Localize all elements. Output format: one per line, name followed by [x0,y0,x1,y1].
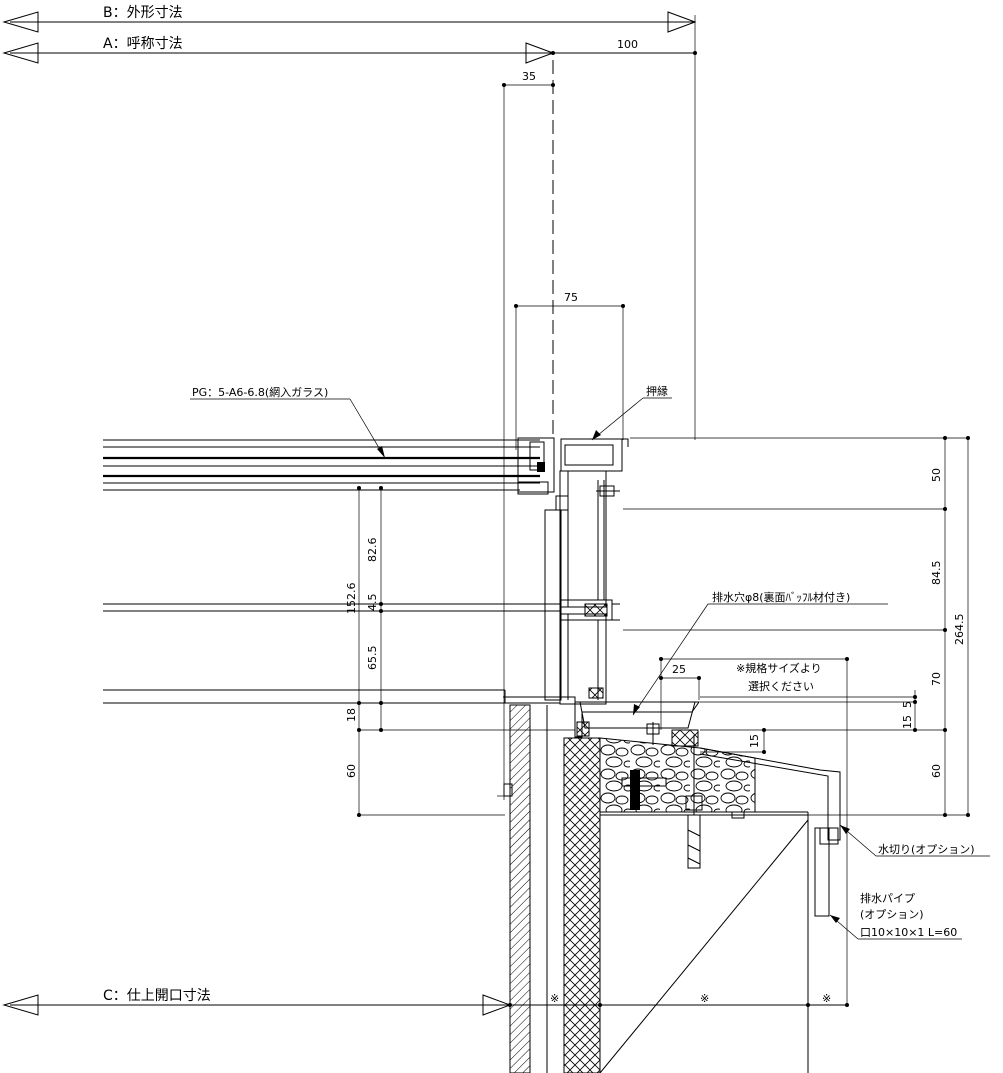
dimension-35: 35 [502,70,555,800]
svg-text:65.5: 65.5 [366,646,379,671]
svg-text:5: 5 [901,701,914,708]
svg-text:※: ※ [550,992,559,1005]
svg-text:264.5: 264.5 [953,614,966,646]
svg-text:15: 15 [901,715,914,729]
label-b-outer: B：外形寸法 [103,5,183,21]
svg-text:口10×10×1 L=60: 口10×10×1 L=60 [860,926,957,939]
svg-text:84.5: 84.5 [930,561,943,586]
glass-lower [103,689,560,704]
note-glass: PG：5-A6-6.8(網入ガラス) [190,385,386,459]
wall-section [509,704,841,1073]
dimension-right-chain: 50 84.5 264.5 70 60 15 5 [623,436,970,817]
svg-text:※規格サイズより: ※規格サイズより [736,661,822,675]
svg-text:50: 50 [930,468,943,482]
svg-text:75: 75 [564,291,578,304]
svg-text:152.6: 152.6 [345,583,358,615]
svg-text:押縁: 押縁 [646,384,668,398]
svg-text:4.5: 4.5 [366,594,379,612]
label-c-finish: C：仕上開口寸法 [103,988,211,1004]
note-oshibuchi: 押縁 [591,384,672,441]
dimension-15: 15 [700,728,766,754]
glass-upper [103,439,540,491]
dimension-left-chain: 82.6 152.6 4.5 65.5 18 60 [345,486,575,817]
svg-text:選択ください: 選択ください [748,679,814,693]
note-size-selection: ※規格サイズより 選択ください [736,661,822,693]
label-a-nominal: A：呼称寸法 [103,36,183,52]
dimension-b-outer: B：外形寸法 [2,5,697,33]
svg-text:15: 15 [748,734,761,748]
svg-text:※: ※ [700,992,709,1005]
svg-text:82.6: 82.6 [366,538,379,563]
glass-middle [103,603,560,612]
svg-text:PG：5-A6-6.8(網入ガラス): PG：5-A6-6.8(網入ガラス) [192,385,328,399]
svg-text:35: 35 [522,70,536,83]
svg-text:水切り(オプション): 水切り(オプション) [878,843,975,856]
svg-text:70: 70 [930,672,943,686]
note-mizukiri: 水切り(オプション) [839,824,990,857]
dimension-75: 75 [514,291,625,450]
svg-text:排水パイプ: 排水パイプ [860,891,915,905]
svg-text:60: 60 [345,764,358,778]
dim-100: 100 [617,38,638,51]
frame-profile [503,437,700,747]
svg-text:(オプション): (オプション) [860,908,924,921]
note-drain-pipe: 排水パイプ (オプション) 口10×10×1 L=60 [829,891,962,940]
svg-text:※: ※ [822,992,831,1005]
note-drain-hole: 排水穴φ8(裏面ﾊﾞｯﾌﾙ材付き) [632,590,888,716]
svg-text:25: 25 [672,663,686,676]
svg-text:排水穴φ8(裏面ﾊﾞｯﾌﾙ材付き): 排水穴φ8(裏面ﾊﾞｯﾌﾙ材付き) [712,590,850,604]
svg-text:60: 60 [930,764,943,778]
dimension-a-nominal: A：呼称寸法 100 [2,36,697,64]
svg-text:18: 18 [345,708,358,722]
dimension-c-finish: C：仕上開口寸法 ※ ※ ※ [2,988,849,1016]
